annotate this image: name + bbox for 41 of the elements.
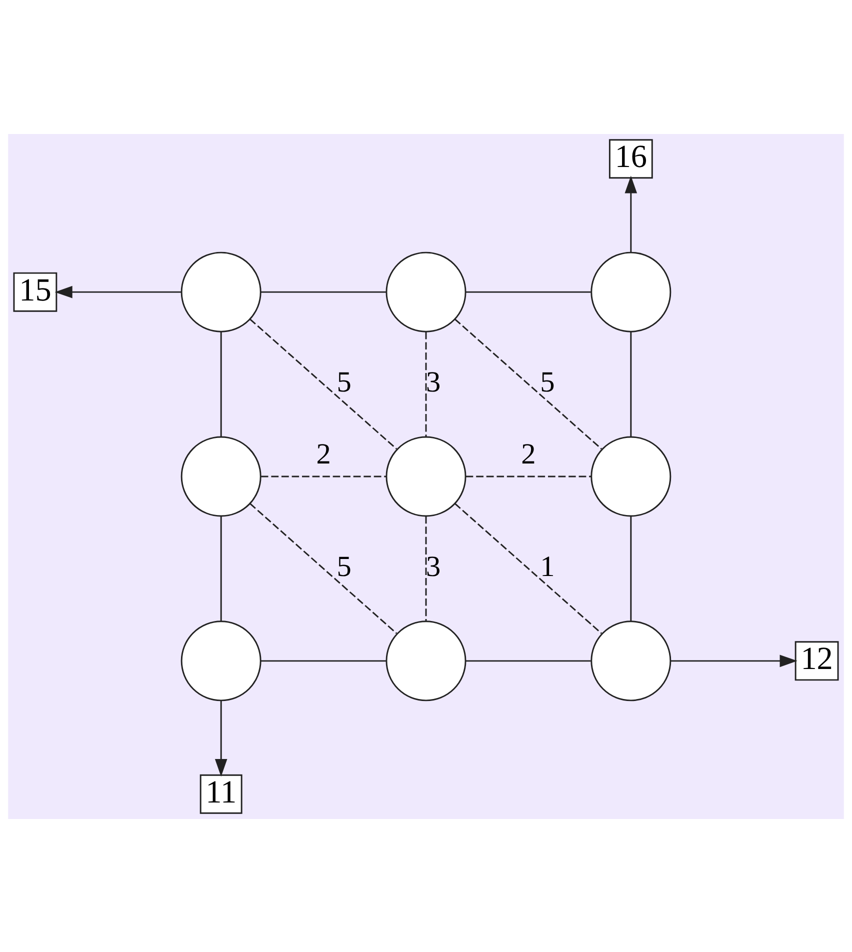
node-circle: [590, 251, 672, 332]
connector: [220, 516, 222, 621]
connector: [250, 318, 398, 449]
node-box: 11: [200, 774, 242, 814]
node-circle: [590, 620, 672, 701]
arrow: [214, 700, 228, 776]
connector: [250, 502, 398, 634]
connector: [630, 516, 632, 621]
connector: [466, 290, 591, 292]
node-circle: [386, 251, 466, 332]
connector: [260, 290, 386, 292]
arrow: [54, 285, 182, 298]
node-circle: [180, 436, 262, 516]
node-circle: [590, 436, 672, 516]
node-box: 15: [13, 272, 58, 312]
connector: [425, 332, 427, 436]
edge-label: 2: [316, 438, 331, 470]
arrow: [624, 175, 638, 252]
node-box: 12: [794, 640, 839, 680]
connector: [630, 332, 632, 436]
node-circle: [180, 620, 262, 701]
node-box: 16: [608, 138, 653, 178]
connector: [466, 660, 591, 662]
connector: [425, 516, 427, 621]
connector: [260, 660, 386, 662]
edge-label: 2: [521, 438, 536, 470]
node-circle: [180, 251, 262, 332]
node-circle: [386, 620, 466, 701]
connector: [261, 475, 386, 477]
edge-label: 5: [336, 366, 352, 398]
node-circle: [386, 436, 466, 516]
connector: [454, 502, 602, 634]
edge-label: 1: [540, 550, 555, 583]
edge-label: 5: [540, 366, 555, 398]
connector: [466, 475, 592, 477]
edge-label: 5: [336, 550, 352, 583]
edge-label: 3: [426, 366, 441, 398]
connector: [454, 318, 602, 449]
connector: [220, 332, 222, 436]
arrow: [670, 654, 798, 667]
edge-label: 3: [426, 550, 441, 583]
